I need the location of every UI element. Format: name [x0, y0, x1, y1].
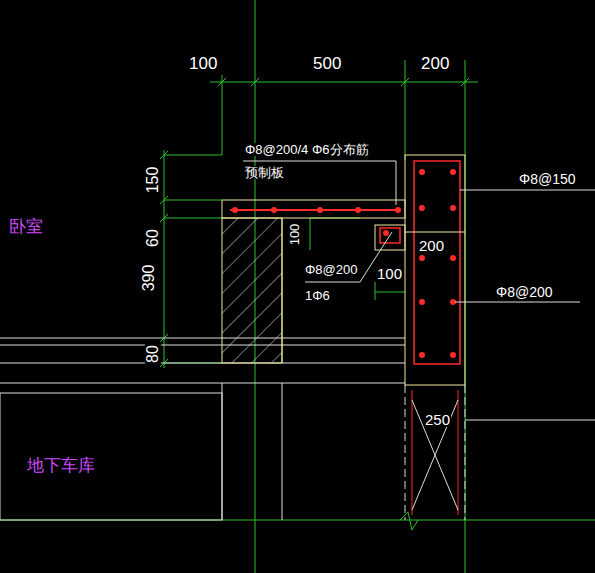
- room-name: 地下车库: [26, 457, 96, 474]
- dimension: 100: [188, 55, 218, 72]
- dimension: 80: [145, 344, 161, 364]
- dimension: 500: [312, 55, 342, 72]
- slab-note: 预制板: [244, 166, 285, 179]
- dimension: 200: [418, 238, 445, 253]
- dimension: 390: [141, 264, 157, 293]
- rebar-note: Φ8@200: [304, 263, 359, 276]
- dimension: 250: [424, 412, 451, 427]
- rebar-note: 1Φ6: [304, 289, 331, 302]
- rebar-note: Φ8@150: [518, 172, 577, 186]
- rebar-note: Φ8@200: [495, 285, 554, 299]
- dimension: 200: [420, 55, 450, 72]
- rebar-note: Φ8@200/4 Φ6分布筋: [244, 143, 370, 156]
- dimension: 150: [145, 166, 161, 195]
- room-name: 卧室: [8, 218, 44, 235]
- dimension: 100: [288, 223, 301, 247]
- dimension: 100: [376, 266, 403, 281]
- dimension: 60: [145, 228, 161, 248]
